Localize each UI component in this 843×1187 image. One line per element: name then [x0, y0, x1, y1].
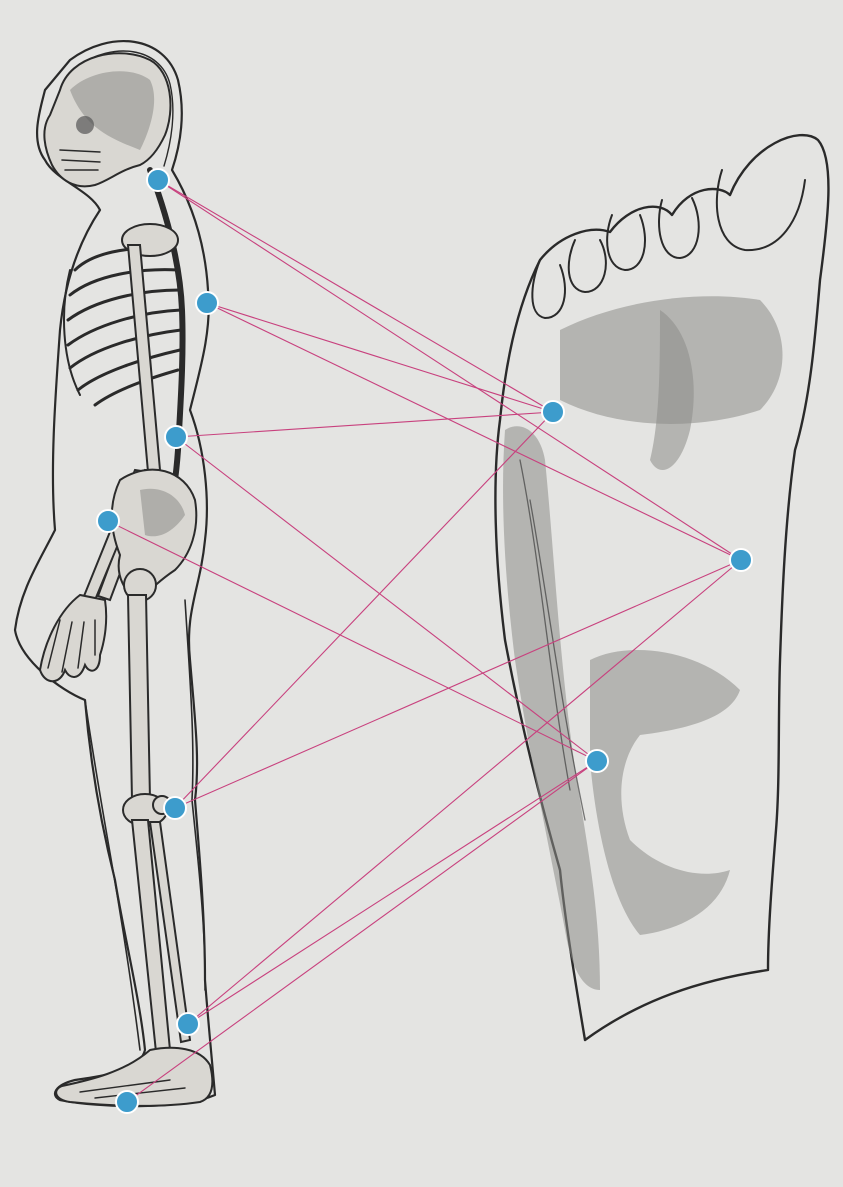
connection-line-neck-to-foot-ball [158, 180, 553, 412]
skeleton-side-view [15, 41, 215, 1106]
foot-sole-view [495, 135, 828, 1040]
point-ankle [177, 1013, 199, 1035]
point-foot-outer-edge [730, 549, 752, 571]
point-foot-ball [542, 401, 564, 423]
point-knee [164, 797, 186, 819]
connection-line-upper-back-to-foot-ball [207, 303, 553, 412]
point-upper-back [196, 292, 218, 314]
connection-line-lower-back-to-foot-ball [176, 412, 553, 437]
connection-line-ankle-to-foot-outer-edge [188, 560, 741, 1024]
connection-line-toes-to-foot-heel [127, 761, 597, 1102]
point-hand [97, 510, 119, 532]
point-neck [147, 169, 169, 191]
point-toes [116, 1091, 138, 1113]
connection-line-ankle-to-foot-heel [188, 761, 597, 1024]
point-lower-back [165, 426, 187, 448]
point-foot-heel [586, 750, 608, 772]
connection-line-knee-to-foot-ball [175, 412, 553, 808]
